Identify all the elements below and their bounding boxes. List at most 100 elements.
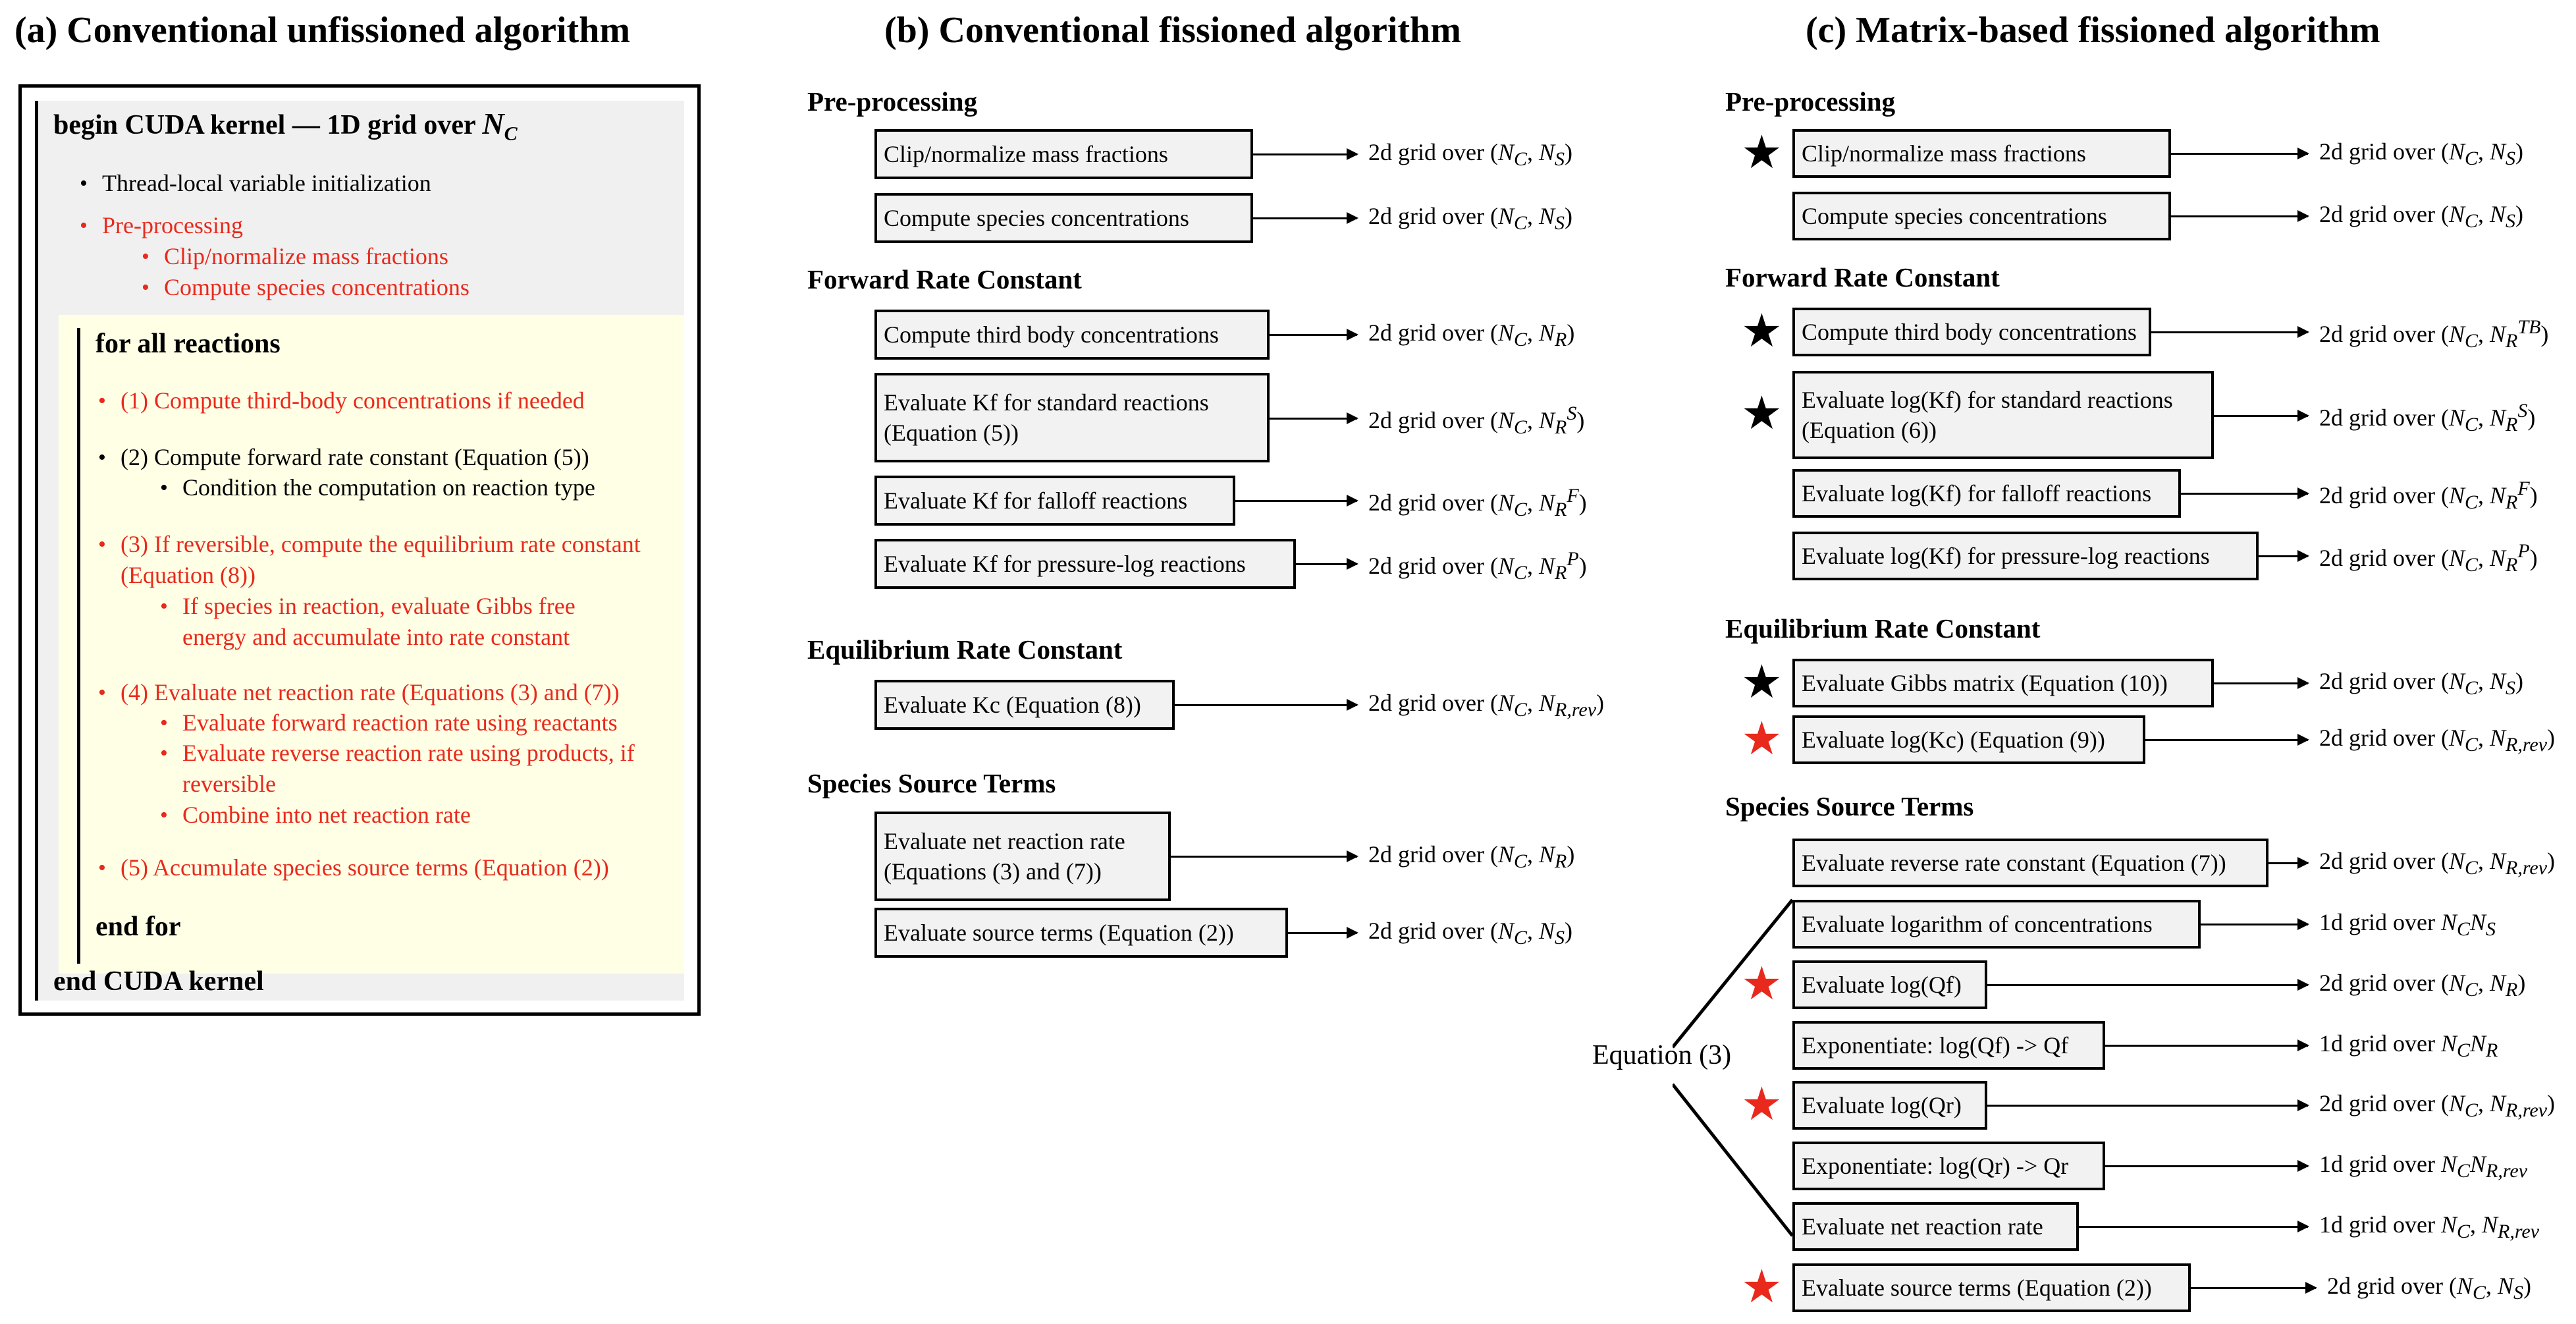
loop-begin: for all reactions <box>95 329 281 359</box>
c-section-eq: Equilibrium Rate Constant <box>1725 613 2041 644</box>
step-2: (2) Compute forward rate constant (Equat… <box>98 442 589 473</box>
b-grid-kc: 2d grid over (NC, NR,rev) <box>1368 690 1605 721</box>
c-grid-tb: 2d grid over (NC, NRTB) <box>2319 316 2549 352</box>
preproc-item: Pre-processing <box>80 210 243 241</box>
black-star-icon: ★ <box>1741 306 1783 357</box>
c-arrow-logqr <box>1987 1099 2309 1111</box>
c-box-logqf: Evaluate log(Qf) <box>1792 960 1987 1009</box>
b-grid-conc: 2d grid over (NC, NS) <box>1368 203 1573 234</box>
panel-b-title: (b) Conventional fissioned algorithm <box>884 10 1461 51</box>
c-grid-logqr: 2d grid over (NC, NR,rev) <box>2319 1090 2556 1122</box>
b-section-src: Species Source Terms <box>807 768 1056 798</box>
b-arrow-tb <box>1270 329 1358 341</box>
c-arrow-logqf <box>1987 979 2309 991</box>
b-grid-src: 2d grid over (NC, NS) <box>1368 918 1573 949</box>
c-box-rev: Evaluate reverse rate constant (Equation… <box>1792 839 2268 887</box>
b-section-fwd: Forward Rate Constant <box>807 264 1082 294</box>
kernel-sub: C <box>504 123 518 145</box>
c-box-expqf: Exponentiate: log(Qf) -> Qf <box>1792 1021 2105 1070</box>
c-box-logconc: Evaluate logarithm of concentrations <box>1792 900 2201 949</box>
c-grid-kf-plog: 2d grid over (NC, NRP) <box>2319 540 2538 576</box>
b-box-kf-plog: Evaluate Kf for pressure-log reactions <box>874 539 1296 589</box>
step-1: (1) Compute third-body concentrations if… <box>98 385 585 416</box>
step-2a: Condition the computation on reaction ty… <box>160 472 595 503</box>
red-star-icon: ★ <box>1741 1080 1783 1130</box>
c-arrow-expqr <box>2105 1160 2309 1172</box>
c-box-expqr: Exponentiate: log(Qr) -> Qr <box>1792 1142 2105 1190</box>
panel-a-title: (a) Conventional unfissioned algorithm <box>14 10 630 51</box>
c-box-tb: Compute third body concentrations <box>1792 308 2151 356</box>
b-grid-kf-std: 2d grid over (NC, NRS) <box>1368 402 1585 439</box>
black-star-icon: ★ <box>1741 128 1783 179</box>
b-arrow-clip <box>1253 148 1358 160</box>
c-grid-src: 2d grid over (NC, NS) <box>2327 1273 2532 1304</box>
c-box-logkc: Evaluate log(Kc) (Equation (9)) <box>1792 715 2145 764</box>
step-4: (4) Evaluate net reaction rate (Equation… <box>98 677 620 708</box>
b-arrow-conc <box>1253 212 1358 224</box>
c-grid-logkc: 2d grid over (NC, NR,rev) <box>2319 725 2556 756</box>
b-box-tb: Compute third body concentrations <box>874 310 1270 360</box>
step-4c: Combine into net reaction rate <box>160 800 471 831</box>
step-4a: Evaluate forward reaction rate using rea… <box>160 707 618 738</box>
c-arrow-netrate <box>2079 1221 2309 1232</box>
thread-init-item: Thread-local variable initialization <box>80 168 431 199</box>
c-arrow-rev <box>2268 857 2309 869</box>
c-section-fwd: Forward Rate Constant <box>1725 262 2000 292</box>
c-grid-netrate: 1d grid over NC, NR,rev <box>2319 1211 2540 1243</box>
kernel-begin-text: begin CUDA kernel — 1D grid over <box>53 110 475 140</box>
b-box-src: Evaluate source terms (Equation (2)) <box>874 908 1288 958</box>
b-arrow-net <box>1171 850 1358 862</box>
c-section-pre: Pre-processing <box>1725 86 1896 117</box>
kernel-begin: begin CUDA kernel — 1D grid over NC <box>53 106 518 145</box>
c-box-conc: Compute species concentrations <box>1792 192 2171 240</box>
c-section-src: Species Source Terms <box>1725 791 1974 821</box>
black-star-icon: ★ <box>1741 389 1783 439</box>
c-arrow-kf-std <box>2214 410 2309 422</box>
kernel-end: end CUDA kernel <box>53 966 264 997</box>
b-box-kf-fall: Evaluate Kf for falloff reactions <box>874 476 1235 526</box>
c-box-src: Evaluate source terms (Equation (2)) <box>1792 1263 2191 1312</box>
b-arrow-kf-std <box>1270 412 1358 424</box>
b-box-net: Evaluate net reaction rate (Equations (3… <box>874 812 1171 901</box>
c-box-gibbs: Evaluate Gibbs matrix (Equation (10)) <box>1792 659 2214 707</box>
c-grid-expqf: 1d grid over NCNR <box>2319 1030 2498 1062</box>
loop-bar <box>77 328 80 964</box>
b-arrow-src <box>1288 927 1358 939</box>
c-box-kf-fall: Evaluate log(Kf) for falloff reactions <box>1792 469 2181 518</box>
c-grid-gibbs: 2d grid over (NC, NS) <box>2319 668 2524 700</box>
b-grid-kf-plog: 2d grid over (NC, NRP) <box>1368 548 1587 584</box>
b-box-kc: Evaluate Kc (Equation (8)) <box>874 680 1175 730</box>
b-box-kf-std: Evaluate Kf for standard reactions (Equa… <box>874 373 1270 462</box>
b-section-pre: Pre-processing <box>807 86 978 117</box>
b-arrow-kc <box>1175 699 1358 711</box>
c-arrow-logkc <box>2145 734 2309 746</box>
c-box-clip: Clip/normalize mass fractions <box>1792 129 2171 178</box>
c-grid-kf-std: 2d grid over (NC, NRS) <box>2319 400 2536 436</box>
red-star-icon: ★ <box>1741 714 1783 765</box>
c-grid-logqf: 2d grid over (NC, NR) <box>2319 970 2526 1001</box>
b-arrow-kf-fall <box>1235 495 1358 507</box>
step-4b: Evaluate reverse reaction rate using pro… <box>160 738 657 800</box>
b-grid-net: 2d grid over (NC, NR) <box>1368 841 1575 873</box>
panel-c-title: (c) Matrix-based fissioned algorithm <box>1806 10 2380 51</box>
b-grid-clip: 2d grid over (NC, NS) <box>1368 139 1573 171</box>
b-arrow-kf-plog <box>1296 558 1358 570</box>
b-box-clip: Clip/normalize mass fractions <box>874 129 1253 179</box>
c-arrow-conc <box>2171 210 2309 222</box>
red-star-icon: ★ <box>1741 959 1783 1010</box>
c-grid-rev: 2d grid over (NC, NR,rev) <box>2319 848 2556 879</box>
c-arrow-src <box>2191 1282 2317 1294</box>
panel-a-frame: begin CUDA kernel — 1D grid over NC Thre… <box>18 84 701 1016</box>
c-grid-clip: 2d grid over (NC, NS) <box>2319 138 2524 170</box>
c-grid-logconc: 1d grid over NCNS <box>2319 909 2496 941</box>
c-arrow-tb <box>2151 326 2309 338</box>
clip-item: Clip/normalize mass fractions <box>142 241 448 272</box>
b-section-eq: Equilibrium Rate Constant <box>807 634 1123 665</box>
c-arrow-logconc <box>2201 918 2309 930</box>
kernel-bar <box>35 101 38 1001</box>
c-box-kf-std: Evaluate log(Kf) for standard reactions … <box>1792 371 2214 459</box>
step-5: (5) Accumulate species source terms (Equ… <box>98 852 609 883</box>
c-grid-conc: 2d grid over (NC, NS) <box>2319 201 2524 233</box>
loop-end: end for <box>95 912 181 942</box>
c-arrow-gibbs <box>2214 677 2309 689</box>
